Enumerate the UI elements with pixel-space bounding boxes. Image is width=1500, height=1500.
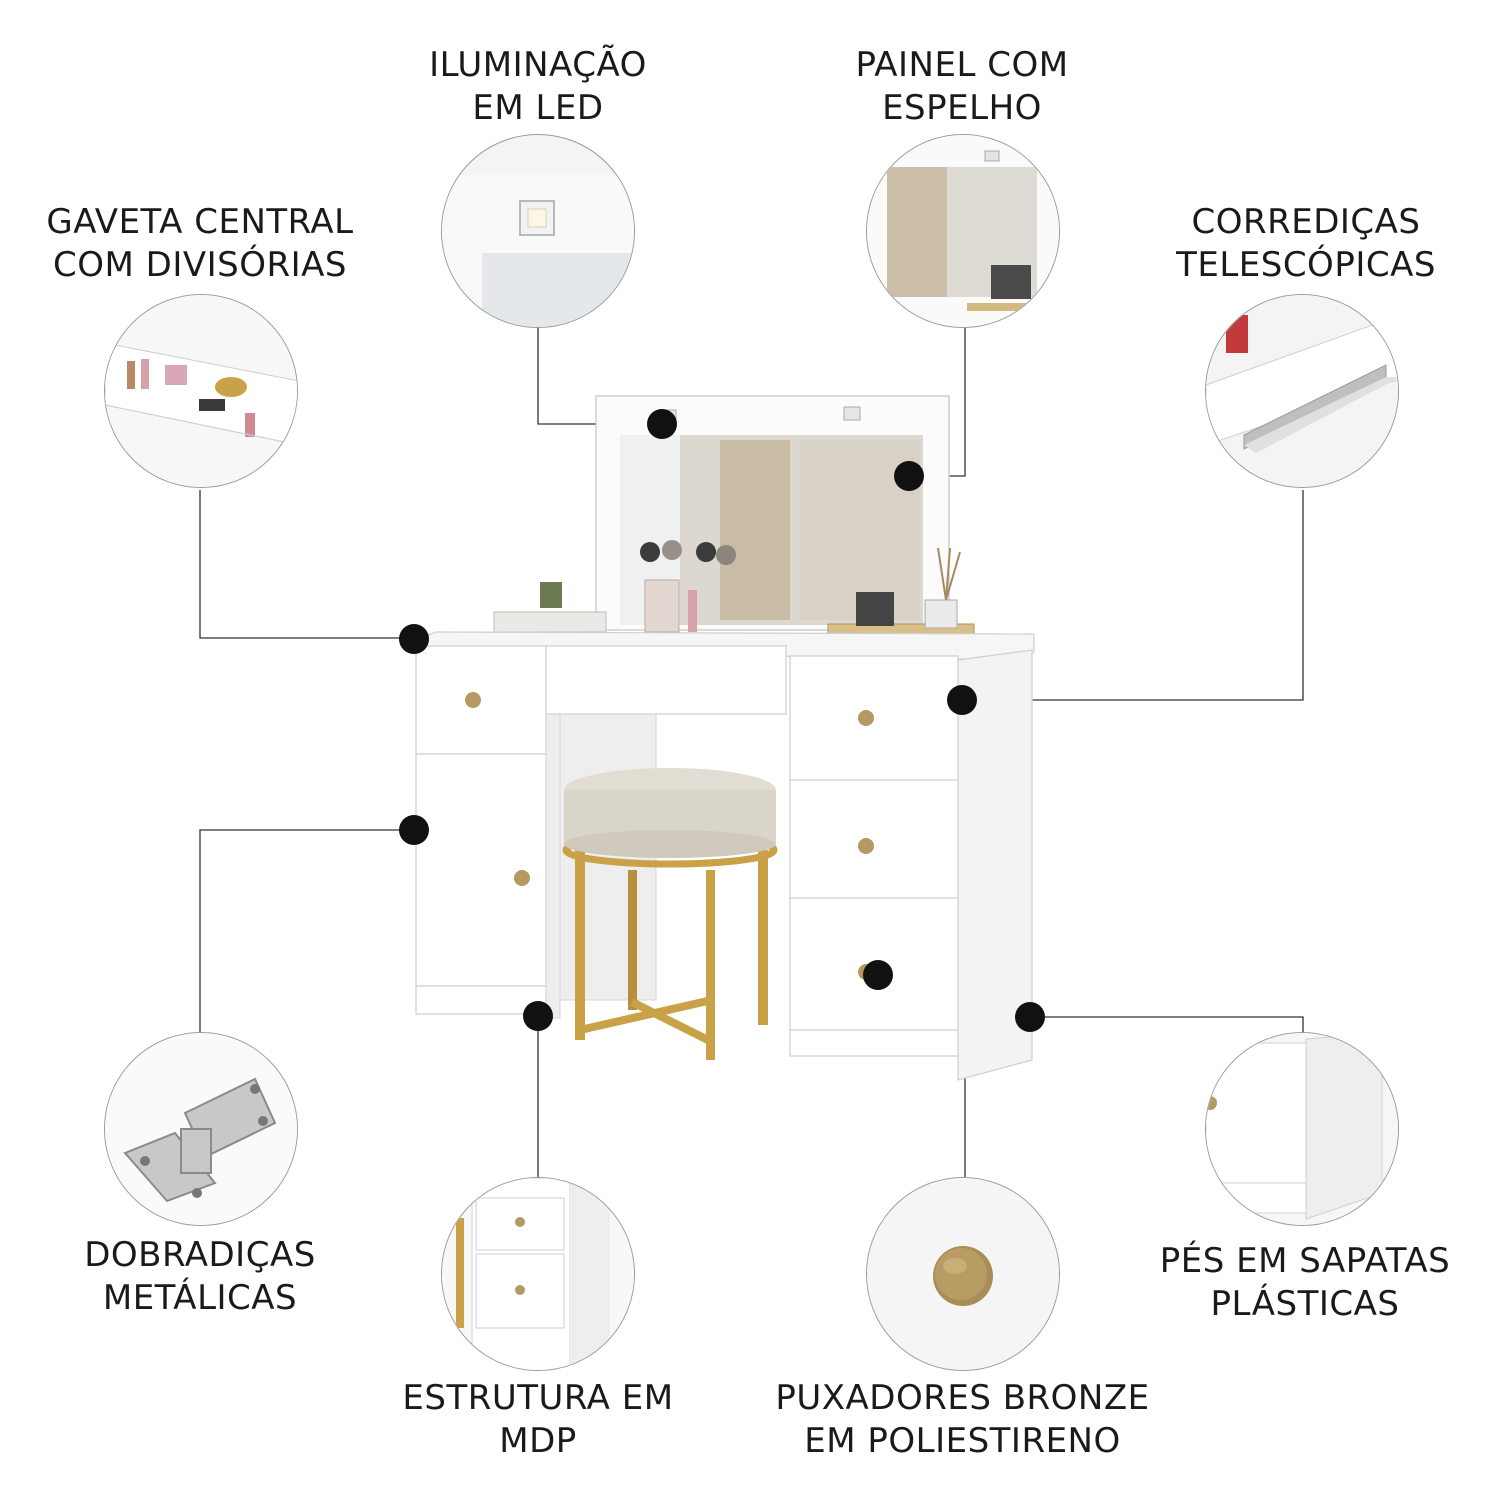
- label-hinges-line1: DOBRADIÇAS: [84, 1235, 316, 1275]
- detail-circle-mdp: [441, 1177, 635, 1371]
- marker-mdp: [523, 1001, 553, 1031]
- label-slides-line2: TELESCÓPICAS: [1176, 245, 1436, 285]
- label-mirror-line2: ESPELHO: [882, 88, 1042, 128]
- label-drawer-line2: COM DIVISÓRIAS: [53, 245, 347, 285]
- label-led-line2: EM LED: [472, 88, 604, 128]
- marker-slides: [947, 685, 977, 715]
- label-feet-line2: PLÁSTICAS: [1210, 1284, 1400, 1324]
- detail-circle-feet: [1205, 1032, 1399, 1226]
- label-led-line1: ILUMINAÇÃO: [429, 45, 647, 85]
- detail-circle-drawer: [104, 294, 298, 488]
- label-handles-line2: EM POLIESTIRENO: [804, 1421, 1121, 1461]
- marker-handles: [863, 960, 893, 990]
- label-drawer: GAVETA CENTRAL COM DIVISÓRIAS: [30, 201, 370, 287]
- detail-circle-mirror: [866, 134, 1060, 328]
- label-slides-line1: CORREDIÇAS: [1191, 202, 1421, 242]
- label-hinges-line2: METÁLICAS: [102, 1278, 298, 1318]
- label-slides: CORREDIÇAS TELESCÓPICAS: [1146, 201, 1466, 287]
- detail-circle-led: [441, 134, 635, 328]
- label-led: ILUMINAÇÃO EM LED: [388, 44, 688, 130]
- detail-circle-handles: [866, 1177, 1060, 1371]
- label-mdp-line2: MDP: [499, 1421, 577, 1461]
- label-mirror-line1: PAINEL COM: [855, 45, 1069, 85]
- leader-drawer: [199, 490, 410, 639]
- detail-circle-hinges: [104, 1032, 298, 1226]
- label-mdp-line1: ESTRUTURA EM: [402, 1378, 674, 1418]
- leader-feet: [1030, 1016, 1304, 1032]
- marker-mirror: [894, 461, 924, 491]
- label-handles-line1: PUXADORES BRONZE: [775, 1378, 1150, 1418]
- label-mdp: ESTRUTURA EM MDP: [378, 1377, 698, 1463]
- label-drawer-line1: GAVETA CENTRAL: [46, 202, 354, 242]
- label-mirror: PAINEL COM ESPELHO: [812, 44, 1112, 130]
- marker-led: [647, 409, 677, 439]
- detail-circle-slides: [1205, 294, 1399, 488]
- marker-feet: [1015, 1002, 1045, 1032]
- marker-hinges: [399, 815, 429, 845]
- leader-hinges: [199, 829, 413, 1032]
- label-feet-line1: PÉS EM SAPATAS: [1159, 1241, 1451, 1281]
- label-hinges: DOBRADIÇAS METÁLICAS: [50, 1234, 350, 1320]
- marker-drawer: [399, 624, 429, 654]
- leader-slides: [962, 490, 1304, 701]
- label-feet: PÉS EM SAPATAS PLÁSTICAS: [1140, 1240, 1470, 1326]
- label-handles: PUXADORES BRONZE EM POLIESTIRENO: [775, 1377, 1150, 1463]
